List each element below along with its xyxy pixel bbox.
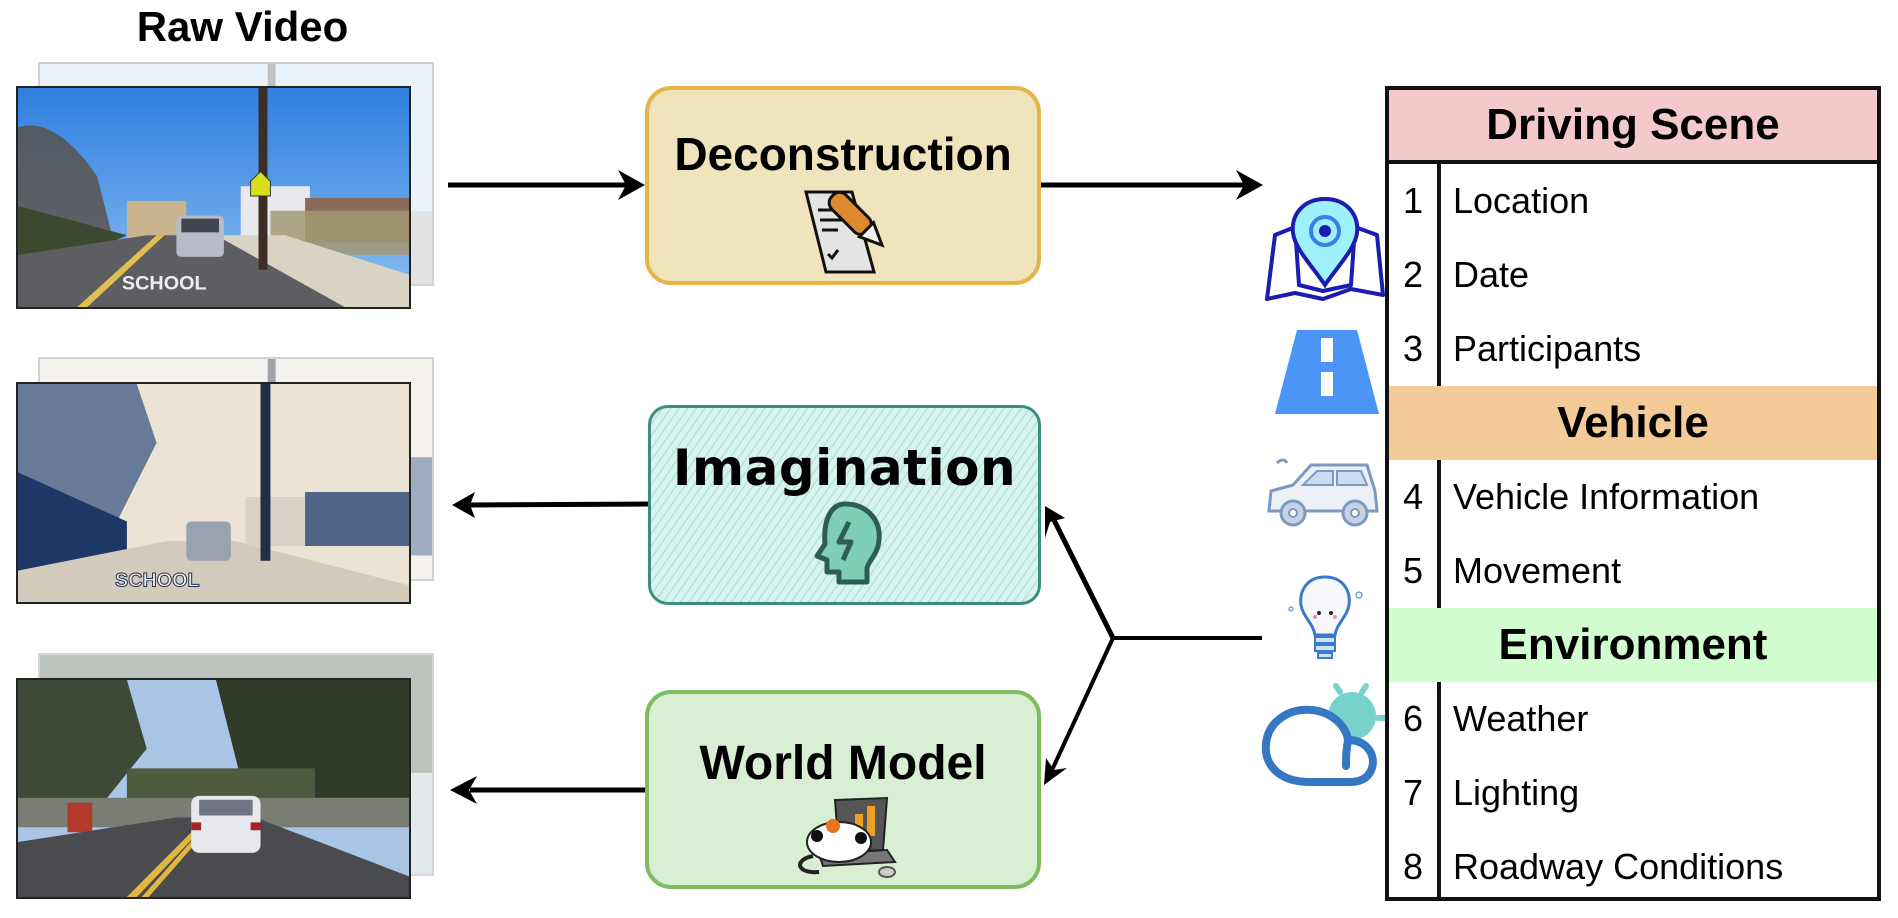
- row-label: Participants: [1453, 328, 1642, 369]
- row-label: Movement: [1453, 550, 1622, 591]
- world-model-front-frame: [16, 678, 411, 899]
- imagination-label: Imagination: [672, 439, 1017, 497]
- deconstruction-label: Deconstruction: [674, 128, 1012, 180]
- cat-on-laptop-icon: [783, 794, 903, 883]
- row-label: Location: [1453, 180, 1590, 221]
- table-row: 7 Lighting: [1389, 756, 1877, 830]
- column-divider: [1437, 164, 1441, 386]
- section-header-vehicle: Vehicle: [1389, 386, 1877, 460]
- row-number: 2: [1402, 254, 1424, 295]
- column-divider: [1437, 682, 1441, 901]
- imagination-box: Imagination: [648, 405, 1041, 605]
- head-lightning-icon: [803, 498, 887, 591]
- road-marking-text: SCHOOL: [122, 272, 207, 294]
- fork-scene-to-generators: [1044, 506, 1262, 785]
- driving-scene-table: Driving Scene 1 Location 2 Date 3 Partic…: [1385, 86, 1881, 901]
- row-label: Lighting: [1453, 772, 1580, 813]
- row-number: 3: [1402, 328, 1424, 369]
- map-pin-icon: [1265, 195, 1385, 312]
- section-header-environment: Environment: [1389, 608, 1877, 682]
- arrow-imagination-to-output: [452, 492, 649, 518]
- arrow-deconstruction-to-scene: [1041, 170, 1263, 200]
- table-row: 1 Location: [1389, 164, 1877, 238]
- section-header-driving-scene: Driving Scene: [1389, 90, 1877, 164]
- road-icon: [1275, 330, 1379, 419]
- table-row: 2 Date: [1389, 238, 1877, 312]
- row-number: 8: [1402, 846, 1424, 887]
- row-number: 5: [1402, 550, 1424, 591]
- row-label: Weather: [1453, 698, 1589, 739]
- table-row: 3 Participants: [1389, 312, 1877, 386]
- row-label: Date: [1453, 254, 1530, 295]
- arrow-world-model-to-output: [450, 776, 645, 804]
- row-number: 1: [1402, 180, 1424, 221]
- table-row: 5 Movement: [1389, 534, 1877, 608]
- arrow-raw-to-deconstruction: [448, 170, 645, 200]
- row-number: 7: [1402, 772, 1424, 813]
- raw-video-front-frame: SCHOOL: [16, 86, 411, 309]
- world-model-box: World Model: [645, 690, 1041, 889]
- imagination-front-frame: SCHOOL: [16, 382, 411, 604]
- car-icon: [1263, 455, 1383, 535]
- deconstruction-box: Deconstruction: [645, 86, 1041, 285]
- road-marking-text: SCHOOL: [115, 569, 200, 591]
- world-model-label: World Model: [699, 737, 987, 790]
- column-divider: [1437, 460, 1441, 608]
- row-label: Vehicle Information: [1453, 476, 1760, 517]
- cloud-sun-icon: [1260, 678, 1387, 793]
- row-number: 6: [1402, 698, 1424, 739]
- row-number: 4: [1402, 476, 1424, 517]
- raw-video-title: Raw Video: [136, 3, 349, 50]
- table-row: 4 Vehicle Information: [1389, 460, 1877, 534]
- row-label: Roadway Conditions: [1453, 846, 1784, 887]
- table-row: 8 Roadway Conditions: [1389, 830, 1877, 904]
- lightbulb-icon: [1283, 573, 1367, 670]
- table-row: 6 Weather: [1389, 682, 1877, 756]
- document-pen-icon: [788, 184, 898, 281]
